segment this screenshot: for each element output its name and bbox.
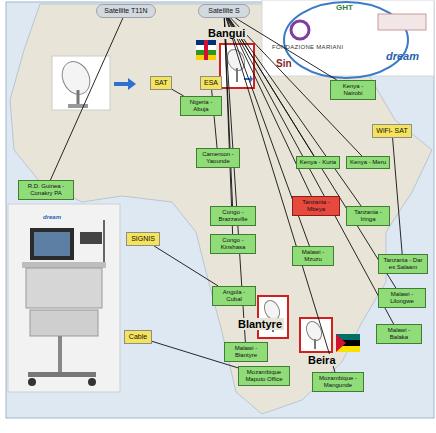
cart-photo xyxy=(8,204,120,392)
site-box: Tanzania - Dar es Salaam xyxy=(378,254,428,274)
site-box: Angola - Cubal xyxy=(212,286,256,306)
link-type-box: WiFi- SAT xyxy=(372,124,412,138)
cart-pole xyxy=(58,336,62,372)
dish-photo-frame xyxy=(52,56,110,110)
link-type-box: Cable xyxy=(124,330,152,344)
photo-frame xyxy=(8,204,120,392)
site-box: Kenya - Kuria xyxy=(296,156,340,169)
site-box: Mozambique - Mangunde xyxy=(312,372,364,392)
node-label: Malawi - Balaka xyxy=(379,327,419,341)
site-box: Congo - Kinshasa xyxy=(210,234,256,254)
highlighted-dish xyxy=(258,296,288,338)
place-name: Bangui xyxy=(206,27,247,39)
cart-base xyxy=(28,372,96,377)
car-flag xyxy=(196,40,216,60)
link-type-box: SAT xyxy=(150,76,172,90)
node-label: Satellite T11N xyxy=(101,7,151,15)
node-label: SIGNIS xyxy=(130,235,156,243)
node-label: Cameroon - Yaounde xyxy=(199,151,237,165)
site-box: Malawi - Lilongwe xyxy=(378,288,426,308)
node-label: Mozambique - Mangunde xyxy=(315,375,361,389)
monitor xyxy=(30,228,74,260)
node-label: ESA xyxy=(204,79,218,87)
node-label: Congo - Kinshasa xyxy=(213,237,253,251)
node-label: Tanzania - Dar es Salaam xyxy=(381,257,425,271)
wheel xyxy=(28,378,36,386)
link-type-box: SIGNIS xyxy=(126,232,160,246)
site-box: Nigeria - Abuja xyxy=(180,96,222,116)
site-box: Malawi - Blantyre xyxy=(224,342,268,362)
cart-body xyxy=(26,268,102,308)
node-label: Malawi - Lilongwe xyxy=(381,291,423,305)
node-label: Nigeria - Abuja xyxy=(183,99,219,113)
node-label: Angola - Cubal xyxy=(215,289,253,303)
site-box: Malawi - Balaka xyxy=(376,324,422,344)
dish-stand xyxy=(77,90,80,106)
link-line xyxy=(172,89,184,96)
link-line xyxy=(229,18,361,206)
link-line xyxy=(393,138,403,254)
logo-panel xyxy=(262,0,434,78)
cart-drawer xyxy=(30,310,98,336)
node-label: Kenya - Nairobi xyxy=(333,83,373,97)
satellite-dish-picture xyxy=(52,56,110,110)
logo-text: GHT xyxy=(336,4,353,13)
red-highlight-box xyxy=(258,296,288,338)
site-box: Mozambique Maputo Office xyxy=(238,366,290,386)
site-box: Malawi - Mzuzu xyxy=(292,246,334,266)
logo-text: FONDAZIONE MARIANI xyxy=(272,44,343,51)
node-label: Kenya - Meru xyxy=(349,159,387,166)
node-label: Mozambique Maputo Office xyxy=(241,369,287,383)
cart-shelf xyxy=(22,262,106,268)
cart-arm xyxy=(103,220,105,262)
node-label: Satellite S xyxy=(203,7,245,15)
logo-ring xyxy=(284,2,408,78)
dish-base xyxy=(68,104,88,108)
dish-stand xyxy=(236,68,238,82)
logo-badge xyxy=(378,14,426,30)
node-label: Tanzania - Iringa xyxy=(349,209,387,223)
logo-text: dream xyxy=(386,50,419,62)
node-label: R.D. Guinea - Conakry PA xyxy=(21,183,71,197)
node-label: Malawi - Blantyre xyxy=(227,345,265,359)
cart-brand: dream xyxy=(42,214,62,221)
site-box: Kenya - Nairobi xyxy=(330,80,376,100)
site-box: Cameroon - Yaounde xyxy=(196,148,240,168)
logo-mark xyxy=(291,21,309,39)
device xyxy=(80,232,102,244)
link-type-box: ESA xyxy=(200,76,222,90)
dish-stand xyxy=(314,339,316,349)
link-line xyxy=(228,18,394,324)
wheel xyxy=(88,378,96,386)
satellite-box: Satellite T11N xyxy=(96,4,156,18)
link-line xyxy=(50,18,122,180)
site-box: Congo - Brazzaville xyxy=(210,206,256,226)
site-box: Tanzania - Iringa xyxy=(346,206,390,226)
screen xyxy=(34,232,70,256)
node-label: Cable xyxy=(128,333,148,341)
node-label: Tanzania - Mbeya xyxy=(295,199,337,213)
node-label: Malawi - Mzuzu xyxy=(295,249,331,263)
site-box: Tanzania - Mbeya xyxy=(292,196,340,216)
node-label: WiFi- SAT xyxy=(376,127,408,135)
satellite-box: Satellite S xyxy=(198,4,250,18)
place-name: Blantyre xyxy=(236,318,284,330)
node-label: Kenya - Kuria xyxy=(299,159,337,166)
place-name: Beira xyxy=(306,354,338,366)
node-label: Congo - Brazzaville xyxy=(213,209,253,223)
site-box: Kenya - Meru xyxy=(346,156,390,169)
logo-text: Sin xyxy=(276,58,292,69)
blue-arrow xyxy=(114,78,136,90)
site-box: R.D. Guinea - Conakry PA xyxy=(18,180,74,200)
mozambique-flag xyxy=(336,334,360,352)
link-line xyxy=(154,246,218,286)
node-label: SAT xyxy=(154,79,168,87)
